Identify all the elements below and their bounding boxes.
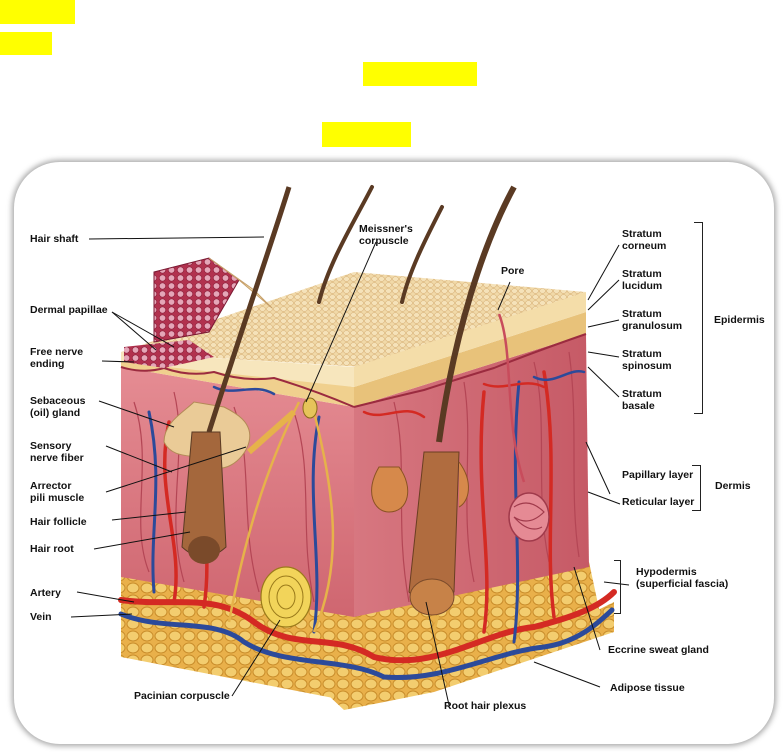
label-stratum-basale: Stratum basale bbox=[622, 388, 662, 412]
highlight-box-3 bbox=[363, 62, 477, 86]
highlight-box-2 bbox=[0, 32, 52, 55]
label-artery: Artery bbox=[30, 587, 61, 599]
label-papillary-layer: Papillary layer bbox=[622, 469, 694, 481]
label-pacinian-corpuscle: Pacinian corpuscle bbox=[134, 690, 230, 702]
hypodermis-bracket bbox=[614, 560, 621, 614]
label-pore: Pore bbox=[501, 265, 525, 277]
leader-lines bbox=[70, 236, 630, 706]
diagram-card: Hair shaft Meissner's corpuscle Pore Der… bbox=[14, 162, 774, 744]
dermal-papillae-flap bbox=[124, 257, 273, 368]
highlight-box-1 bbox=[0, 0, 75, 24]
label-adipose-tissue: Adipose tissue bbox=[610, 682, 685, 694]
meissners-corpuscle-shape bbox=[302, 397, 318, 419]
skin-cross-section-diagram bbox=[70, 185, 630, 710]
label-dermis: Dermis bbox=[715, 480, 751, 492]
label-stratum-granulosum: Stratum granulosum bbox=[622, 308, 683, 332]
highlight-box-4 bbox=[322, 122, 411, 147]
label-root-hair-plexus: Root hair plexus bbox=[444, 700, 527, 712]
label-reticular-layer: Reticular layer bbox=[622, 496, 695, 508]
label-hair-shaft: Hair shaft bbox=[30, 233, 79, 245]
label-epidermis: Epidermis bbox=[714, 314, 765, 326]
hair-shafts bbox=[317, 185, 444, 304]
label-sebaceous-gland: Sebaceous (oil) gland bbox=[30, 395, 86, 419]
hair-follicle-left bbox=[163, 186, 296, 564]
dermis-layer bbox=[121, 334, 589, 617]
pacinian-corpuscle-shape bbox=[260, 566, 312, 628]
label-stratum-corneum: Stratum corneum bbox=[622, 228, 667, 252]
label-arrector-pili-muscle: Arrector pili muscle bbox=[30, 480, 85, 504]
label-sensory-nerve-fiber: Sensory nerve fiber bbox=[30, 440, 84, 464]
label-eccrine-sweat-gland: Eccrine sweat gland bbox=[608, 644, 709, 656]
label-meissners-corpuscle: Meissner's corpuscle bbox=[359, 223, 413, 247]
dermis-bracket bbox=[692, 465, 701, 511]
label-hypodermis: Hypodermis (superficial fascia) bbox=[636, 566, 729, 590]
label-hair-root: Hair root bbox=[30, 543, 74, 555]
label-stratum-lucidum: Stratum lucidum bbox=[622, 268, 663, 292]
eccrine-sweat-gland-shape bbox=[497, 313, 550, 542]
label-vein: Vein bbox=[30, 611, 52, 623]
label-free-nerve-ending: Free nerve ending bbox=[30, 346, 84, 370]
label-dermal-papillae: Dermal papillae bbox=[30, 304, 108, 316]
label-stratum-spinosum: Stratum spinosum bbox=[622, 348, 672, 372]
hair-follicle-right bbox=[371, 185, 517, 616]
label-hair-follicle: Hair follicle bbox=[30, 516, 87, 528]
epidermis-bracket bbox=[694, 222, 703, 414]
